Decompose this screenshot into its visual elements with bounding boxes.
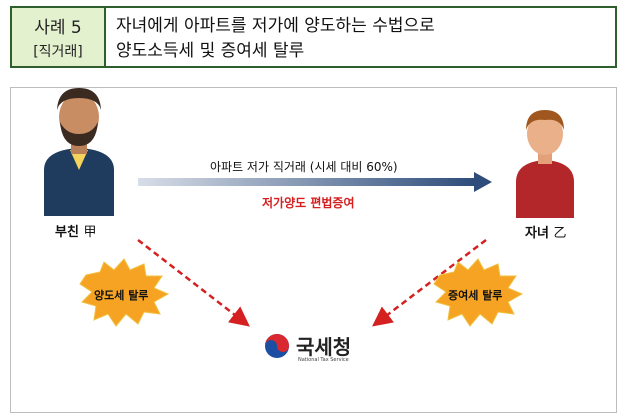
burst-left-label: 양도세 탈루	[94, 289, 149, 302]
burst-left-icon	[79, 258, 170, 327]
case-title-line1: 자녀에게 아파트를 저가에 양도하는 수법으로	[116, 16, 435, 36]
child-mark: 乙	[553, 226, 567, 241]
case-title: 자녀에게 아파트를 저가에 양도하는 수법으로 양도소득세 및 증여세 탈루	[106, 8, 615, 66]
transfer-label: 아파트 저가 직거래 (시세 대비 60%)	[210, 160, 398, 174]
case-tag: [직거래]	[33, 44, 83, 60]
child-label: 자녀 乙	[525, 222, 566, 241]
child-to-nts-arrow	[372, 239, 487, 327]
transfer-arrow	[138, 172, 492, 192]
case-title-line2: 양도소득세 및 증여세 탈루	[116, 41, 305, 61]
nts-english: National Tax Service	[298, 357, 349, 363]
diagram-box	[10, 87, 617, 413]
father-mark: 甲	[83, 225, 97, 240]
child-avatar-icon	[516, 110, 574, 218]
evasion-label: 저가양도 편법증여	[262, 196, 355, 210]
burst-right-label: 증여세 탈루	[448, 289, 503, 302]
father-avatar-icon	[44, 88, 114, 216]
father-label: 부친 甲	[55, 221, 96, 240]
burst-right-icon	[433, 258, 524, 327]
case-label-cell: 사례 5 [직거래]	[12, 8, 106, 66]
case-header: 사례 5 [직거래] 자녀에게 아파트를 저가에 양도하는 수법으로 양도소득세…	[10, 6, 617, 68]
case-number: 사례 5	[34, 18, 82, 38]
father-name: 부친	[55, 225, 79, 240]
father-to-nts-arrow	[137, 239, 250, 327]
nts-logo-icon	[265, 334, 289, 358]
nts-name: 국세청	[296, 335, 352, 359]
child-name: 자녀	[525, 226, 549, 241]
